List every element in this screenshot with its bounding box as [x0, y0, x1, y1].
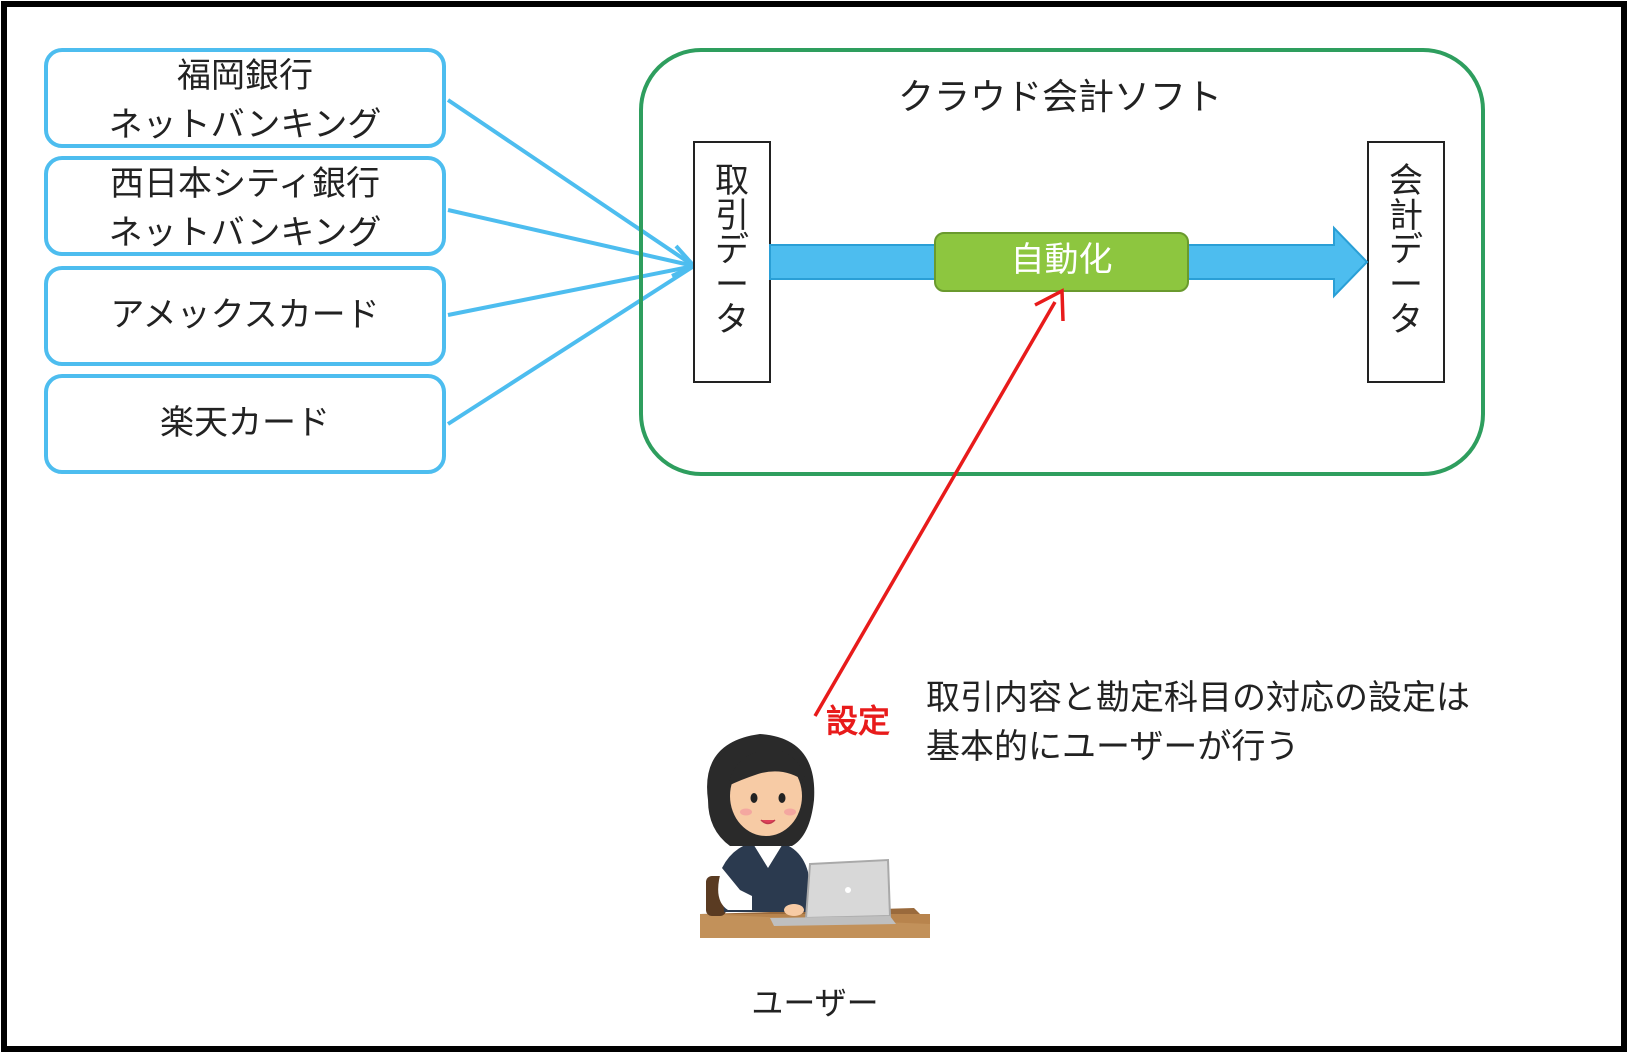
- source-label-amex: アメックスカード: [110, 295, 380, 335]
- source-label-nishinippon: 西日本シティ銀行 ネットバンキング: [108, 164, 382, 254]
- accounting-data-box: [1367, 141, 1445, 383]
- setting-arrow-head: [1034, 288, 1065, 322]
- setting-label: 設定: [826, 702, 891, 740]
- accounting-data-label: 会計データ: [1389, 161, 1423, 340]
- setting-arrow: [813, 301, 1057, 717]
- source-label-fukuoka: 福岡銀行 ネットバンキング: [108, 56, 382, 146]
- user-illustration: [700, 734, 930, 938]
- arrow-nishinippon: [447, 208, 695, 268]
- source-box-fukuoka: [44, 48, 446, 148]
- transaction-data-label: 取引データ: [715, 161, 749, 340]
- laptop-base: [770, 916, 896, 926]
- cloud-software-title: クラウド会計ソフト: [897, 77, 1222, 118]
- arrow-amex: [447, 264, 695, 317]
- source-box-rakuten: [44, 374, 446, 474]
- user-caption: ユーザー: [751, 984, 879, 1022]
- arrow-rakuten: [446, 264, 696, 426]
- setting-note: 取引内容と勘定科目の対応の設定は 基本的にユーザーが行う: [926, 678, 1470, 768]
- transaction-data-box: [693, 141, 771, 383]
- source-label-rakuten: 楽天カード: [160, 403, 330, 443]
- cloud-software-container: [639, 48, 1485, 476]
- source-box-nishinippon: [44, 156, 446, 256]
- source-arrows: [446, 98, 698, 426]
- user-arm: [718, 868, 752, 910]
- arrow-fukuoka: [446, 98, 696, 268]
- automation-label: 自動化: [1010, 240, 1113, 280]
- source-box-amex: [44, 266, 446, 366]
